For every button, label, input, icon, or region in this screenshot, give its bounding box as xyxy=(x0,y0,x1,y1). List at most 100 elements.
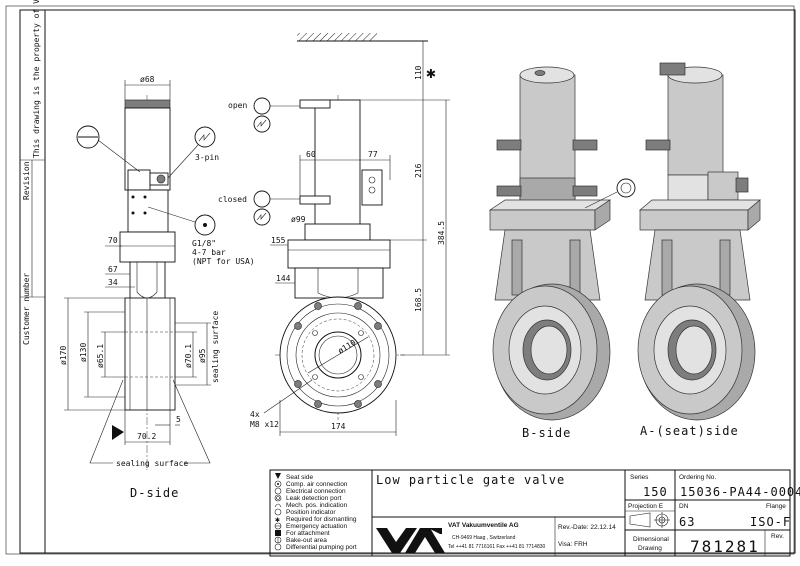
doc-type-line-2: Drawing xyxy=(638,545,662,552)
legend-mech-pos: Mech. pos. indication xyxy=(274,502,347,509)
bolt-holes xyxy=(294,302,382,408)
ordering-label: Ordering No. xyxy=(679,474,716,481)
dn-label: DN xyxy=(679,503,689,510)
dim-70-2: 70.2 xyxy=(137,432,156,441)
visa: Visa: FRH xyxy=(558,541,588,548)
sealing-surface-label: sealing surface xyxy=(116,459,188,468)
svg-text:Electrical connection: Electrical connection xyxy=(286,488,346,495)
revision-label: Revision xyxy=(22,161,31,200)
front-view: open closed 110 ✱ 216 168.5 384.5 60 77 … xyxy=(218,33,450,436)
customer-number-label: Customer number xyxy=(22,273,31,345)
legend-comp-air: Comp. air connection xyxy=(274,480,348,488)
svg-text:Position indicator: Position indicator xyxy=(286,509,336,516)
open-switch-icon xyxy=(253,97,271,115)
legend-bake-out: Bake-out area xyxy=(274,536,327,544)
dim-174: 174 xyxy=(331,422,346,431)
legend-attachment: For attachment xyxy=(275,530,330,537)
legend-seat-side: Seat side xyxy=(275,473,313,481)
open-electrical-icon xyxy=(253,115,271,133)
leak-detection-icon xyxy=(274,494,282,502)
svg-text:Comp. air connection: Comp. air connection xyxy=(286,481,348,488)
connector-icon xyxy=(156,174,166,184)
dim-dia70-1: ø70.1 xyxy=(184,344,193,368)
seat-side-icon xyxy=(275,473,281,479)
air-port-line-1: G1/8" xyxy=(192,239,216,248)
series-label: Series xyxy=(630,474,649,481)
svg-text:Bake-out area: Bake-out area xyxy=(286,537,327,544)
ceiling-hatch xyxy=(297,33,377,41)
rev-label: Rev. xyxy=(771,533,784,540)
closed-label: closed xyxy=(218,195,247,204)
closed-electrical-icon xyxy=(253,208,271,226)
legend-position-indicator: Position indicator xyxy=(274,508,336,516)
sealing-surface-vertical: sealing surface xyxy=(211,311,220,383)
svg-text:Emergency actuation: Emergency actuation xyxy=(286,523,347,530)
compressed-air-icon xyxy=(274,480,282,488)
bolt-spec: M8 x12 xyxy=(250,420,279,429)
electrical-connection-icon xyxy=(194,126,216,148)
legend-diff-pumping: Differential pumping port xyxy=(274,543,357,551)
svg-text:Seat side: Seat side xyxy=(286,474,313,481)
title-block: Seat side Comp. air connection Electrica… xyxy=(269,469,800,557)
dim-dia65-1: ø65.1 xyxy=(96,344,105,368)
dim-dia99: ø99 xyxy=(291,215,306,224)
doc-type-line-1: Dimensional xyxy=(633,536,669,543)
dim-168-5: 168.5 xyxy=(414,288,423,312)
position-indicator-icon xyxy=(274,508,282,516)
dim-67: 67 xyxy=(108,265,118,274)
company-address: CH-9469 Haag , Switzerland xyxy=(452,535,516,541)
svg-text:Leak detection port: Leak detection port xyxy=(286,495,341,502)
symbol-legend: Seat side Comp. air connection Electrica… xyxy=(274,473,357,551)
legend-emergency: Emergency actuation xyxy=(274,522,347,530)
dim-dia130: ø130 xyxy=(79,343,88,362)
dim-dia95: ø95 xyxy=(198,348,207,363)
square-icon xyxy=(275,530,281,536)
open-label: open xyxy=(228,101,247,110)
connector-label: 3-pin xyxy=(195,153,219,162)
projection-symbol-icon xyxy=(629,512,670,528)
series-value: 150 xyxy=(643,485,668,499)
dn-value: 63 xyxy=(679,515,695,529)
property-notice: This drawing is the property of VAT. xyxy=(32,0,41,158)
dim-77: 77 xyxy=(368,150,378,159)
dismantling-asterisk-icon: ✱ xyxy=(426,63,436,82)
mech-position-icon xyxy=(274,503,282,508)
flange-label: Flange xyxy=(766,503,786,510)
legend-electrical: Electrical connection xyxy=(274,487,346,495)
dim-dia170: ø170 xyxy=(59,346,68,365)
seat-side-icon xyxy=(112,425,124,440)
air-port-line-2: 4-7 bar xyxy=(192,248,226,257)
d-side-label: D-side xyxy=(130,486,179,500)
svg-text:For attachment: For attachment xyxy=(286,530,330,537)
dim-144: 144 xyxy=(276,274,291,283)
a-side-view: A-(seat)side xyxy=(637,62,761,438)
company-contact: Tel ++41 81 7716161 Fax ++41 81 7714830 xyxy=(448,544,546,550)
dim-34: 34 xyxy=(108,278,118,287)
ordering-number: 15036-PA44-0004 xyxy=(680,485,800,499)
dim-60: 60 xyxy=(306,150,316,159)
svg-text:Required for dismantling: Required for dismantling xyxy=(286,516,357,523)
legend-dismantling: ✱ Required for dismantling xyxy=(275,515,357,524)
legend-leak: Leak detection port xyxy=(274,494,341,502)
dim-5: 5 xyxy=(176,415,181,424)
dim-dia68: ø68 xyxy=(140,75,155,84)
air-port-line-3: (NPT for USA) xyxy=(192,257,255,266)
b-side-view: B-side xyxy=(488,66,636,440)
a-side-label: A-(seat)side xyxy=(640,424,739,438)
svg-text:Differential pumping port: Differential pumping port xyxy=(286,544,357,551)
dim-155: 155 xyxy=(271,236,286,245)
asterisk-icon: ✱ xyxy=(275,515,280,524)
dim-110: 110 xyxy=(414,65,423,80)
dim-384-5: 384.5 xyxy=(437,221,446,245)
electrical-connection-icon xyxy=(274,487,282,495)
differential-pumping-icon xyxy=(274,543,282,551)
closed-switch-icon xyxy=(253,190,271,208)
rev-date: Rev.-Date: 22.12.14 xyxy=(558,524,616,531)
flange-value: ISO-F xyxy=(750,515,791,529)
leak-detection-port-icon xyxy=(616,178,636,198)
drawing-number: 781281 xyxy=(690,537,760,556)
bolt-count: 4x xyxy=(250,410,260,419)
vat-logo xyxy=(376,528,445,553)
b-side-label: B-side xyxy=(522,426,571,440)
